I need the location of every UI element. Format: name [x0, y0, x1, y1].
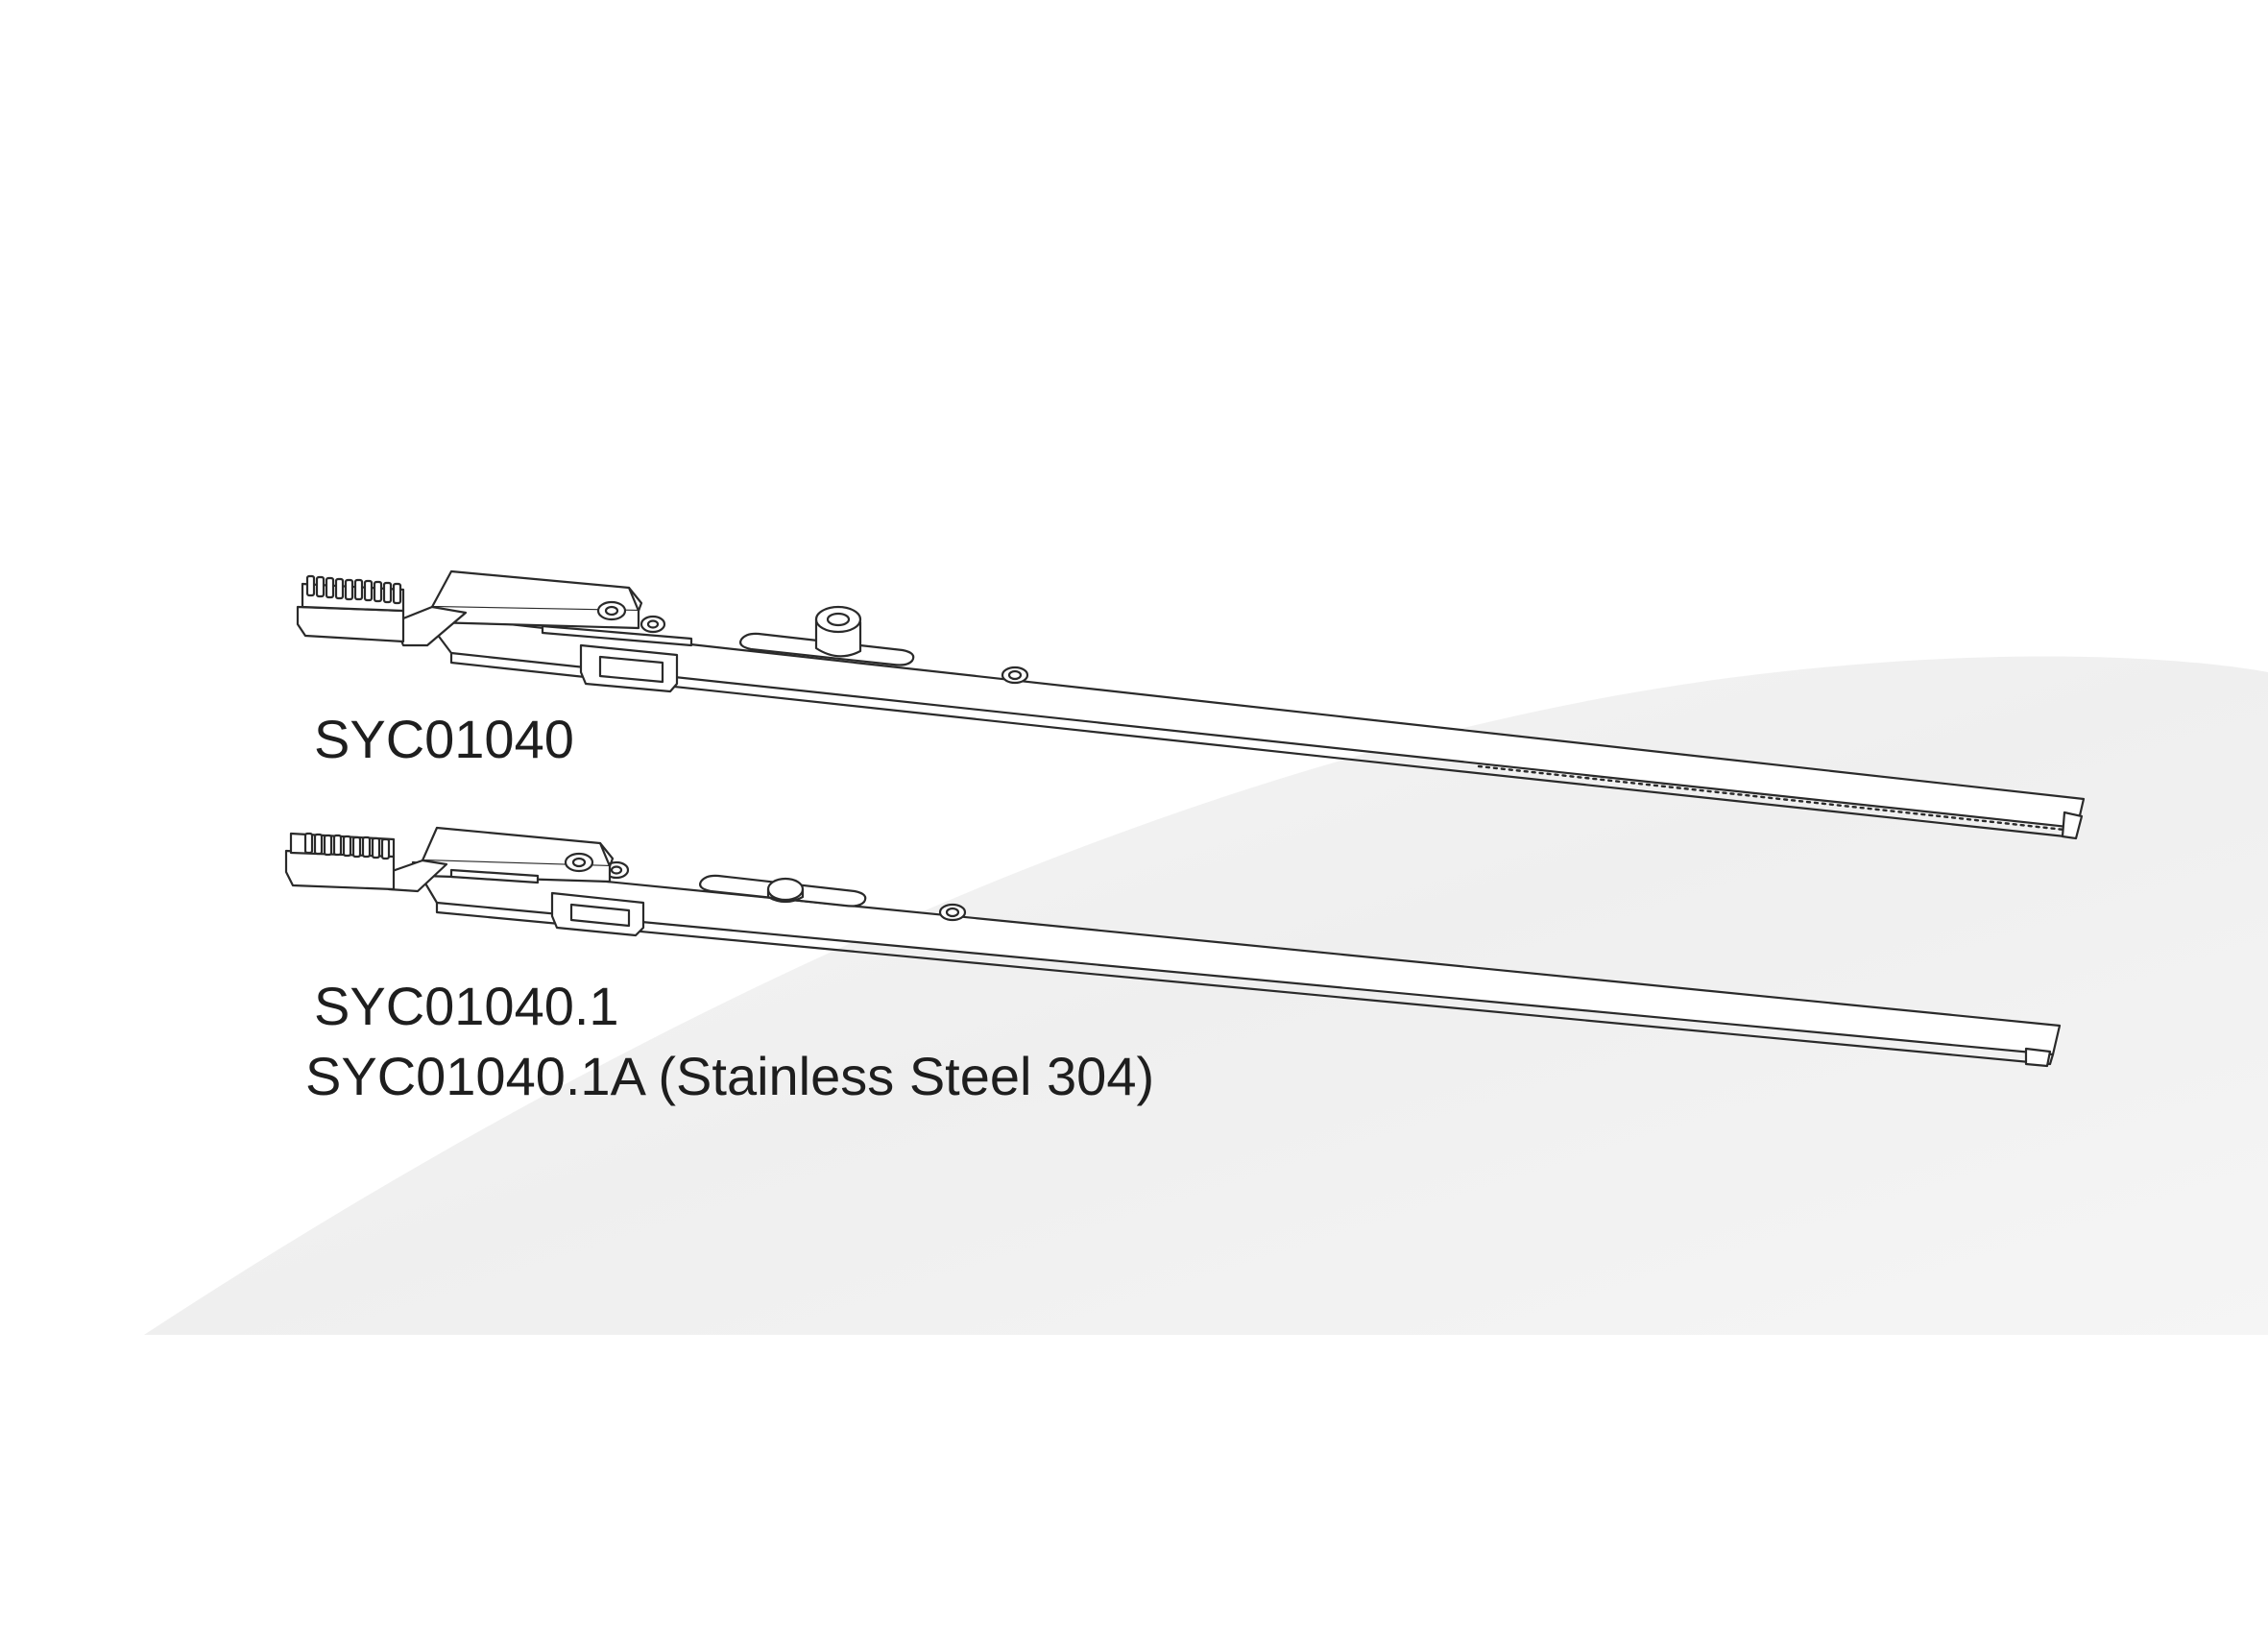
part-syc01040-1-drawing	[284, 826, 2062, 1068]
bar-b-tip	[2024, 1047, 2052, 1068]
part-label-syc01040-1a: SYC01040.1A (Stainless Steel 304)	[305, 1046, 1155, 1106]
background-swoosh	[144, 656, 2268, 1335]
bar-a-rack-teeth	[305, 574, 402, 605]
bar-a-screw-top	[814, 605, 862, 634]
part-syc01040-drawing	[296, 569, 2086, 840]
bar-a-rack-base	[296, 605, 405, 643]
bar-a-screw-hex	[826, 612, 851, 627]
bar-a-serration	[1477, 764, 2066, 832]
bar-b-edge	[435, 901, 2055, 1066]
bar-a-tip	[2061, 811, 2084, 840]
bar-a-hole-1	[639, 615, 666, 634]
bar-b-stud	[766, 877, 805, 902]
part-label-syc01040-1: SYC01040.1	[314, 976, 619, 1036]
bar-a-plate-hole	[596, 600, 627, 621]
bar-b-plate-hole	[564, 852, 594, 873]
bar-a-hole-2	[1001, 666, 1029, 685]
bar-b-rack-teeth	[303, 832, 391, 860]
bar-b-hole-2	[938, 903, 967, 922]
part-label-syc01040: SYC01040	[314, 709, 574, 769]
